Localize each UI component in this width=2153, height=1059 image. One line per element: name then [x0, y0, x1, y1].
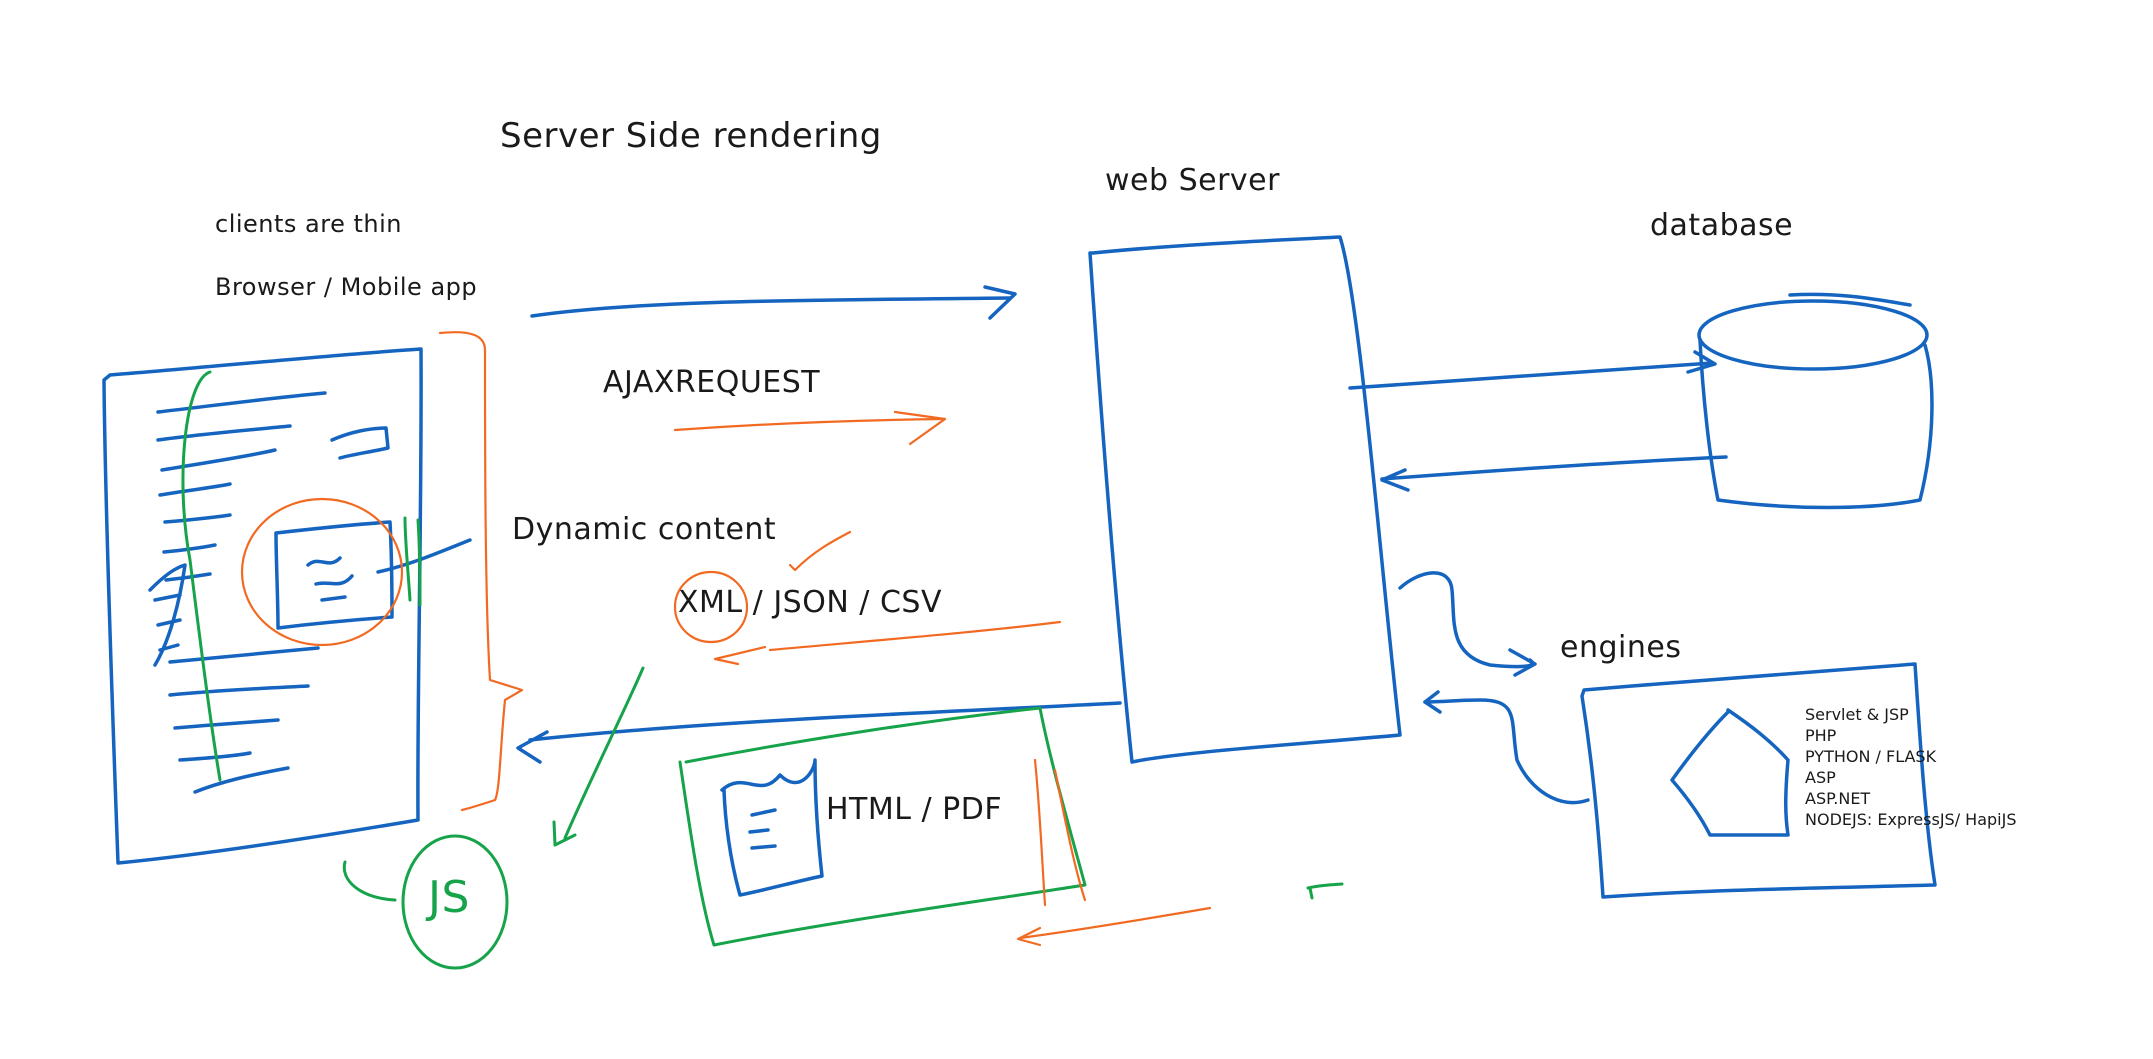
dynamic-content-label: Dynamic content	[512, 512, 777, 547]
html-pdf-box	[678, 706, 1087, 947]
ajax-request-label: AJAXREQUEST	[603, 365, 821, 400]
engines-label: engines	[1560, 630, 1682, 665]
diagram-title: Server Side rendering	[500, 116, 882, 156]
data-response-arrow	[713, 620, 1062, 666]
html-pdf-label: HTML / PDF	[826, 792, 1003, 827]
browser-window-shape	[102, 347, 472, 865]
engine-item: PHP	[1805, 726, 1837, 745]
web-server-box	[1088, 235, 1402, 764]
clients-label: Browser / Mobile app	[215, 273, 478, 301]
engine-item: ASP.NET	[1805, 789, 1871, 808]
request-arrow	[530, 285, 1017, 320]
clients-note: clients are thin	[215, 210, 402, 238]
engine-item: ASP	[1805, 768, 1836, 787]
engine-item: Servlet & JSP	[1805, 705, 1909, 724]
database-label: database	[1650, 208, 1794, 243]
js-label: JS	[428, 872, 470, 923]
engine-item: NODEJS: ExpressJS/ HapiJS	[1805, 810, 2017, 829]
engine-item: PYTHON / FLASK	[1805, 747, 1937, 766]
web-server-label: web Server	[1105, 163, 1280, 198]
engines-list: Servlet & JSP PHP PYTHON / FLASK ASP ASP…	[1805, 704, 2016, 830]
ajax-request-arrow	[673, 410, 947, 446]
database-cylinder	[1697, 292, 1934, 510]
engines-box	[1580, 662, 1937, 899]
html-response-arrow	[516, 701, 1122, 764]
js-logo	[342, 834, 509, 970]
data-formats-label: XML / JSON / CSV	[678, 585, 942, 620]
